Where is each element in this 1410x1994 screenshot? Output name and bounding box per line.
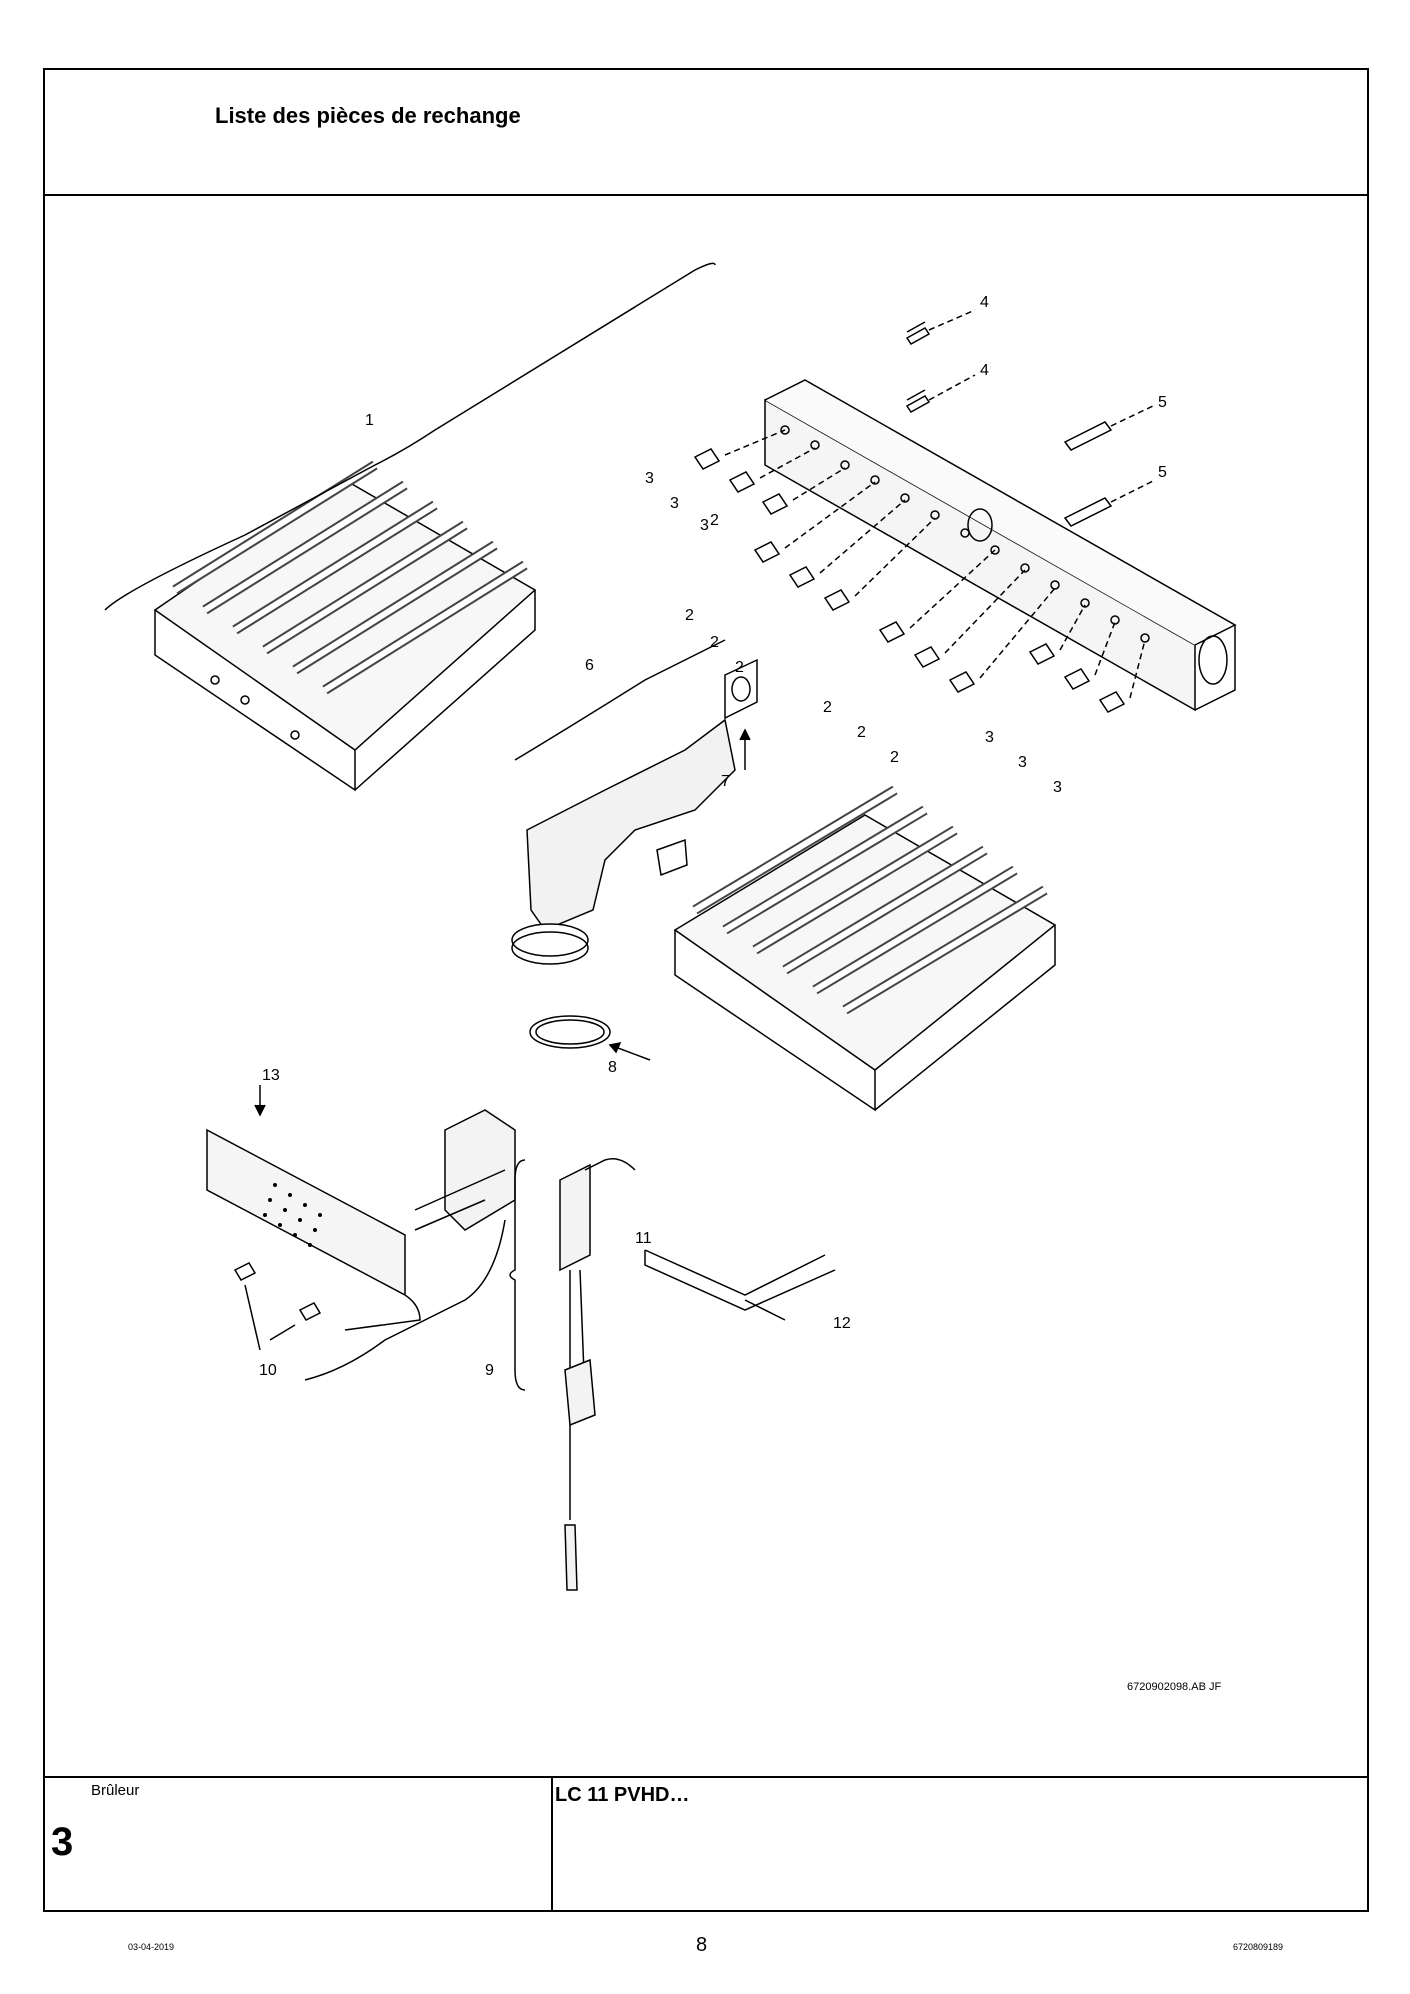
header-divider: [45, 194, 1367, 196]
page-frame: Liste des pièces de rechange: [43, 68, 1369, 1912]
gasket-7: [724, 658, 758, 720]
burner-assembly-top-left: [153, 460, 537, 792]
screws-4: [905, 309, 976, 413]
callout-2: 2: [823, 699, 832, 716]
heat-shield-13: [206, 1085, 421, 1331]
callout-2: 2: [710, 512, 719, 529]
screws-10: [233, 1262, 322, 1351]
callout-8: 8: [608, 1059, 617, 1076]
callout-5: 5: [1158, 464, 1167, 481]
bracket-1: [104, 262, 716, 611]
o-ring-8: [529, 1015, 611, 1049]
callout-2: 2: [857, 724, 866, 741]
callout-12: 12: [833, 1315, 851, 1332]
callout-4: 4: [980, 294, 989, 311]
gas-valve-body: [511, 718, 736, 965]
callout-7: 7: [721, 773, 730, 790]
callout-4: 4: [980, 362, 989, 379]
callout-11: 11: [635, 1230, 652, 1247]
burner-assembly-mid-right: [673, 785, 1057, 1112]
callout-2: 2: [685, 607, 694, 624]
figure-reference: 6720902098.AB JF: [1127, 1681, 1222, 1693]
exploded-parts-diagram: 1 2 2 2 2 2 2 2 3 3 3 3 3 3 4 4 5 5 6 7 …: [104, 262, 1237, 1591]
callout-10: 10: [259, 1362, 277, 1379]
callout-2: 2: [710, 634, 719, 651]
page-number: 8: [696, 1934, 708, 1956]
screws-5: [1063, 404, 1156, 527]
injectors: [693, 429, 1146, 713]
page-title: Liste des pièces de rechange: [215, 103, 521, 128]
callout-2: 2: [735, 659, 744, 676]
callout-3: 3: [985, 729, 994, 746]
callout-3: 3: [1053, 779, 1062, 796]
callout-9: 9: [485, 1362, 494, 1379]
callout-13: 13: [262, 1067, 280, 1084]
footer-column-divider: [551, 1776, 553, 1912]
section-name: Brûleur: [91, 1782, 140, 1799]
footer-divider: [45, 1776, 1367, 1778]
callout-6: 6: [585, 657, 594, 674]
callout-3: 3: [645, 470, 654, 487]
callout-5: 5: [1158, 394, 1167, 411]
callout-3: 3: [670, 495, 679, 512]
callout-1: 1: [365, 412, 374, 429]
document-code: 6720809189: [1233, 1942, 1284, 1952]
footer-date: 03-04-2019: [128, 1942, 175, 1952]
section-number: 3: [51, 1820, 74, 1864]
model-name: LC 11 PVHD…: [555, 1784, 690, 1806]
electrode-11: [509, 1158, 636, 1591]
callout-2: 2: [890, 749, 899, 766]
callout-3: 3: [700, 517, 709, 534]
bracket-12: [644, 1249, 836, 1311]
callout-3: 3: [1018, 754, 1027, 771]
callout-labels: 1 2 2 2 2 2 2 2 3 3 3 3 3 3 4 4 5 5 6 7 …: [259, 294, 1167, 1379]
manifold-bar: [764, 379, 1237, 712]
bracket-6: [514, 639, 726, 761]
